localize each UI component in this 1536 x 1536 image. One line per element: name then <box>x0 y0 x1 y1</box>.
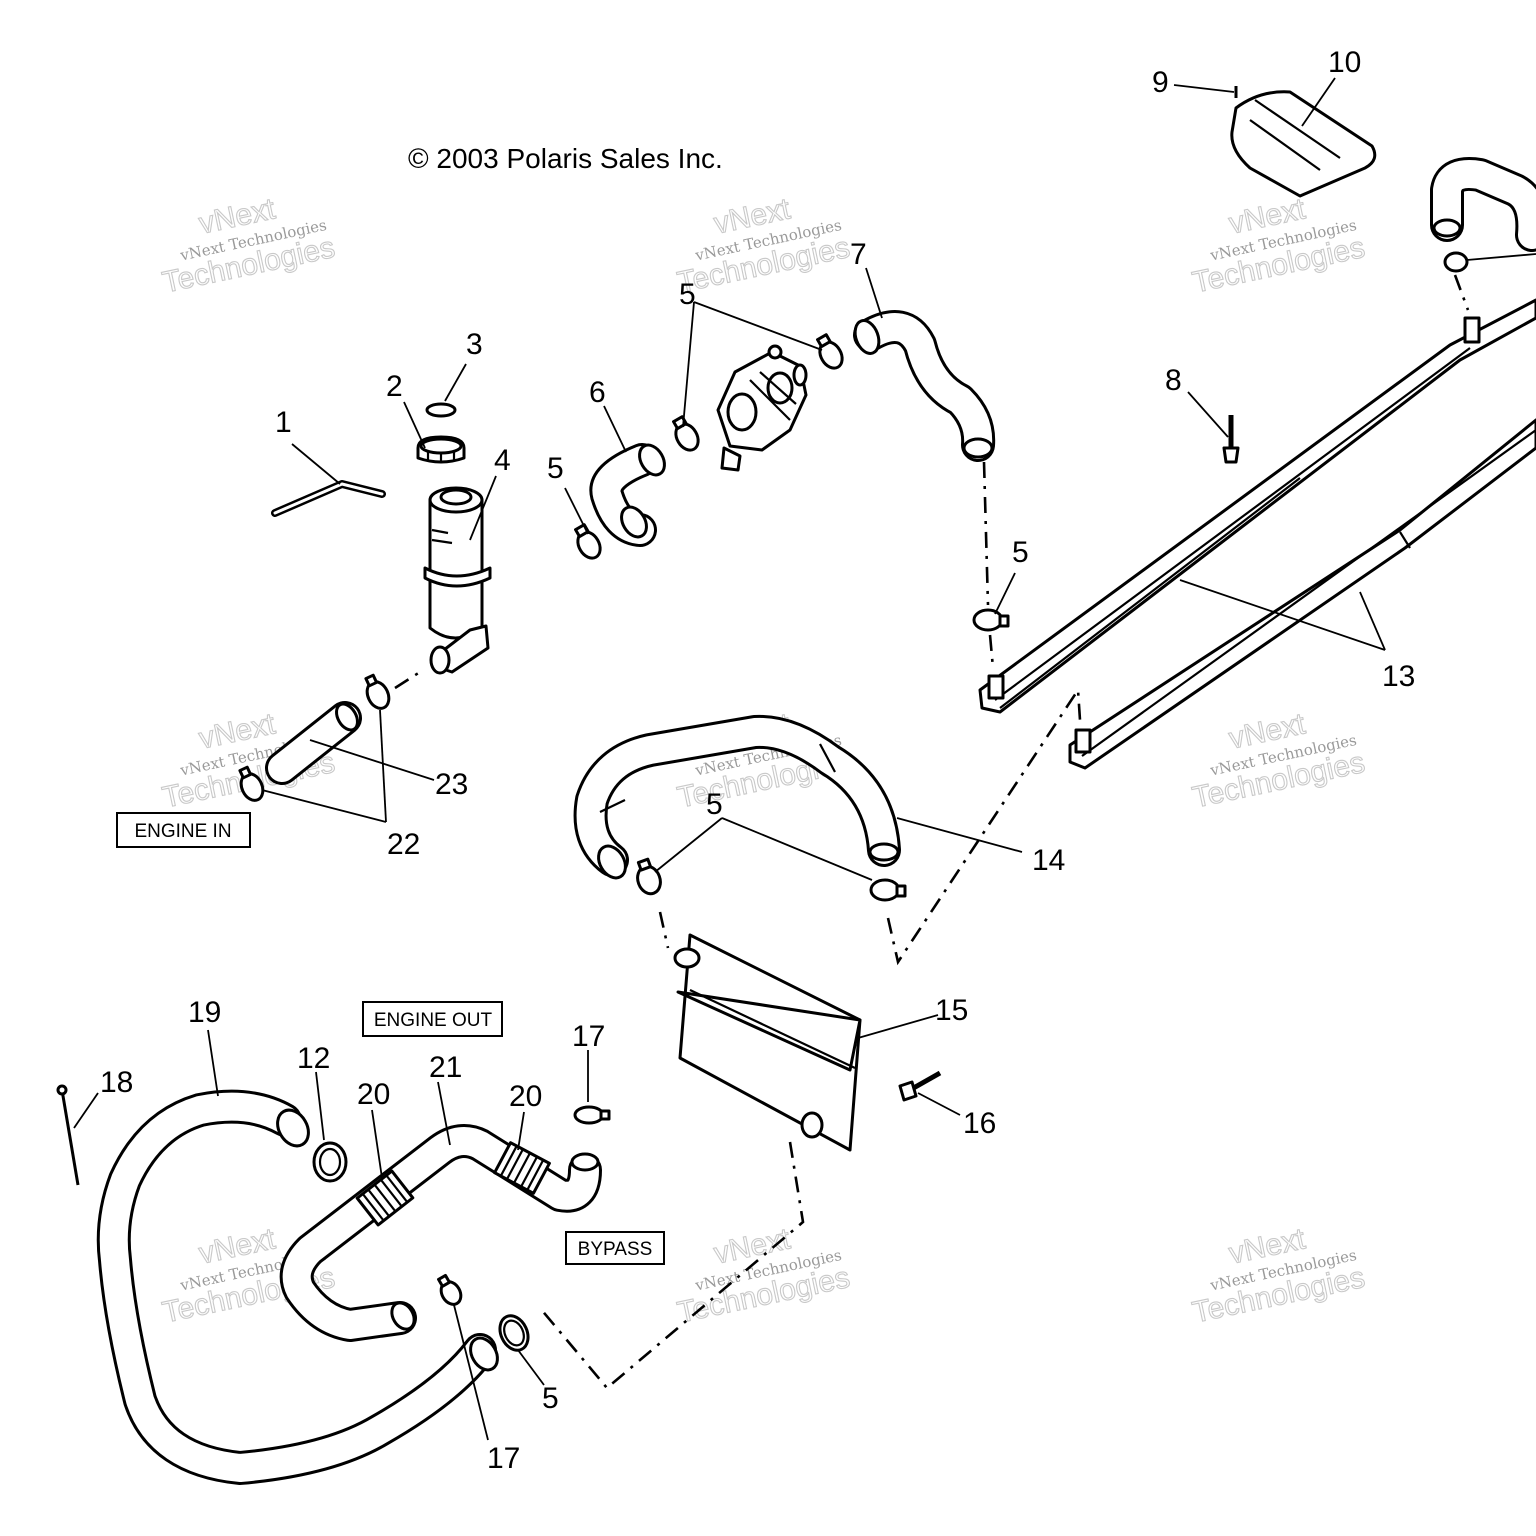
callout-14: 14 <box>1032 844 1065 877</box>
callout-18: 18 <box>100 1066 133 1099</box>
part-8-screw <box>1222 415 1240 464</box>
clamp-5g <box>498 1314 530 1352</box>
part-15-cooler-panel <box>673 933 862 1152</box>
upper-right-hose <box>1430 157 1536 273</box>
callout-8: 8 <box>1165 364 1182 397</box>
part-22-clamps <box>238 673 391 802</box>
callout-4: 4 <box>494 444 511 477</box>
svg-text:BYPASS: BYPASS <box>578 1239 653 1260</box>
callout-5c: 5 <box>1012 536 1029 569</box>
watermark-3: vNext vNext Technologies Technologies <box>1189 192 1368 300</box>
part-19-hose <box>96 1089 499 1485</box>
clamp-5b <box>672 415 700 452</box>
callouts: 1 2 3 4 5 6 5 7 5 8 9 10 13 5 14 15 16 1… <box>100 46 1415 1475</box>
watermark-9: vNext vNext Technologies Technologies <box>1189 1222 1368 1330</box>
callout-9: 9 <box>1152 66 1169 99</box>
part-5-clamps <box>498 333 1010 1352</box>
callout-17a: 17 <box>572 1020 605 1053</box>
water-pump-assembly <box>716 344 808 472</box>
part-7-hose <box>853 310 996 462</box>
callout-6: 6 <box>589 376 606 409</box>
part-18-tie <box>56 1084 80 1186</box>
bypass-label: BYPASS <box>565 1231 665 1265</box>
part-21-bypass-hose <box>279 1124 602 1342</box>
clamp-5c <box>816 333 844 370</box>
part-6-hose <box>589 443 666 547</box>
part-10-cover <box>1230 90 1377 198</box>
part-1-rod <box>271 480 386 517</box>
clamp-5f <box>869 878 907 902</box>
part-20-corrugated-sections <box>355 1141 551 1227</box>
part-12-ring <box>312 1141 348 1183</box>
clamp-5d <box>972 608 1010 632</box>
callout-19: 19 <box>188 996 221 1029</box>
callout-17b: 17 <box>487 1442 520 1475</box>
clamp-5e <box>636 857 662 896</box>
callout-20b: 20 <box>509 1080 542 1113</box>
part-23-hose <box>265 701 362 785</box>
leader-lines <box>73 77 1386 1441</box>
part-17-clamp-upper <box>573 1105 611 1125</box>
watermark-8: vNext vNext Technologies Technologies <box>674 1222 853 1330</box>
part-17-clamp-lower <box>437 1273 463 1306</box>
callout-23: 23 <box>435 768 468 801</box>
callout-2: 2 <box>386 370 403 403</box>
callout-5e: 5 <box>542 1382 559 1415</box>
svg-text:ENGINE IN: ENGINE IN <box>134 821 231 842</box>
part-13-heat-exchangers <box>978 298 1536 770</box>
callout-7: 7 <box>850 238 867 271</box>
callout-10: 10 <box>1328 46 1361 79</box>
callout-21: 21 <box>429 1051 462 1084</box>
part-14-hose <box>573 714 901 880</box>
callout-15: 15 <box>935 994 968 1027</box>
copyright-text: © 2003 Polaris Sales Inc. <box>408 143 723 174</box>
watermark-1: vNext vNext Technologies Technologies <box>159 192 338 300</box>
part-16-fastener <box>898 1070 942 1102</box>
callout-5a: 5 <box>547 452 564 485</box>
callout-13: 13 <box>1382 660 1415 693</box>
watermark-2: vNext vNext Technologies Technologies <box>674 192 853 300</box>
callout-22: 22 <box>387 828 420 861</box>
callout-5b: 5 <box>679 278 696 311</box>
callout-12: 12 <box>297 1042 330 1075</box>
engine-in-label: ENGINE IN <box>116 812 251 848</box>
clamp-5a <box>574 523 602 560</box>
part-4-coolant-reservoir <box>423 486 492 675</box>
engine-out-label: ENGINE OUT <box>362 1001 503 1037</box>
callout-16: 16 <box>963 1107 996 1140</box>
svg-text:ENGINE OUT: ENGINE OUT <box>374 1010 493 1031</box>
callout-5d: 5 <box>706 788 723 821</box>
flow-lines <box>394 274 1470 1390</box>
callout-3: 3 <box>466 328 483 361</box>
watermark-6: vNext vNext Technologies Technologies <box>1189 707 1368 815</box>
callout-20a: 20 <box>357 1078 390 1111</box>
part-2-pressure-cap <box>416 435 466 464</box>
part-3-o-ring <box>425 402 457 418</box>
callout-1: 1 <box>275 406 292 439</box>
